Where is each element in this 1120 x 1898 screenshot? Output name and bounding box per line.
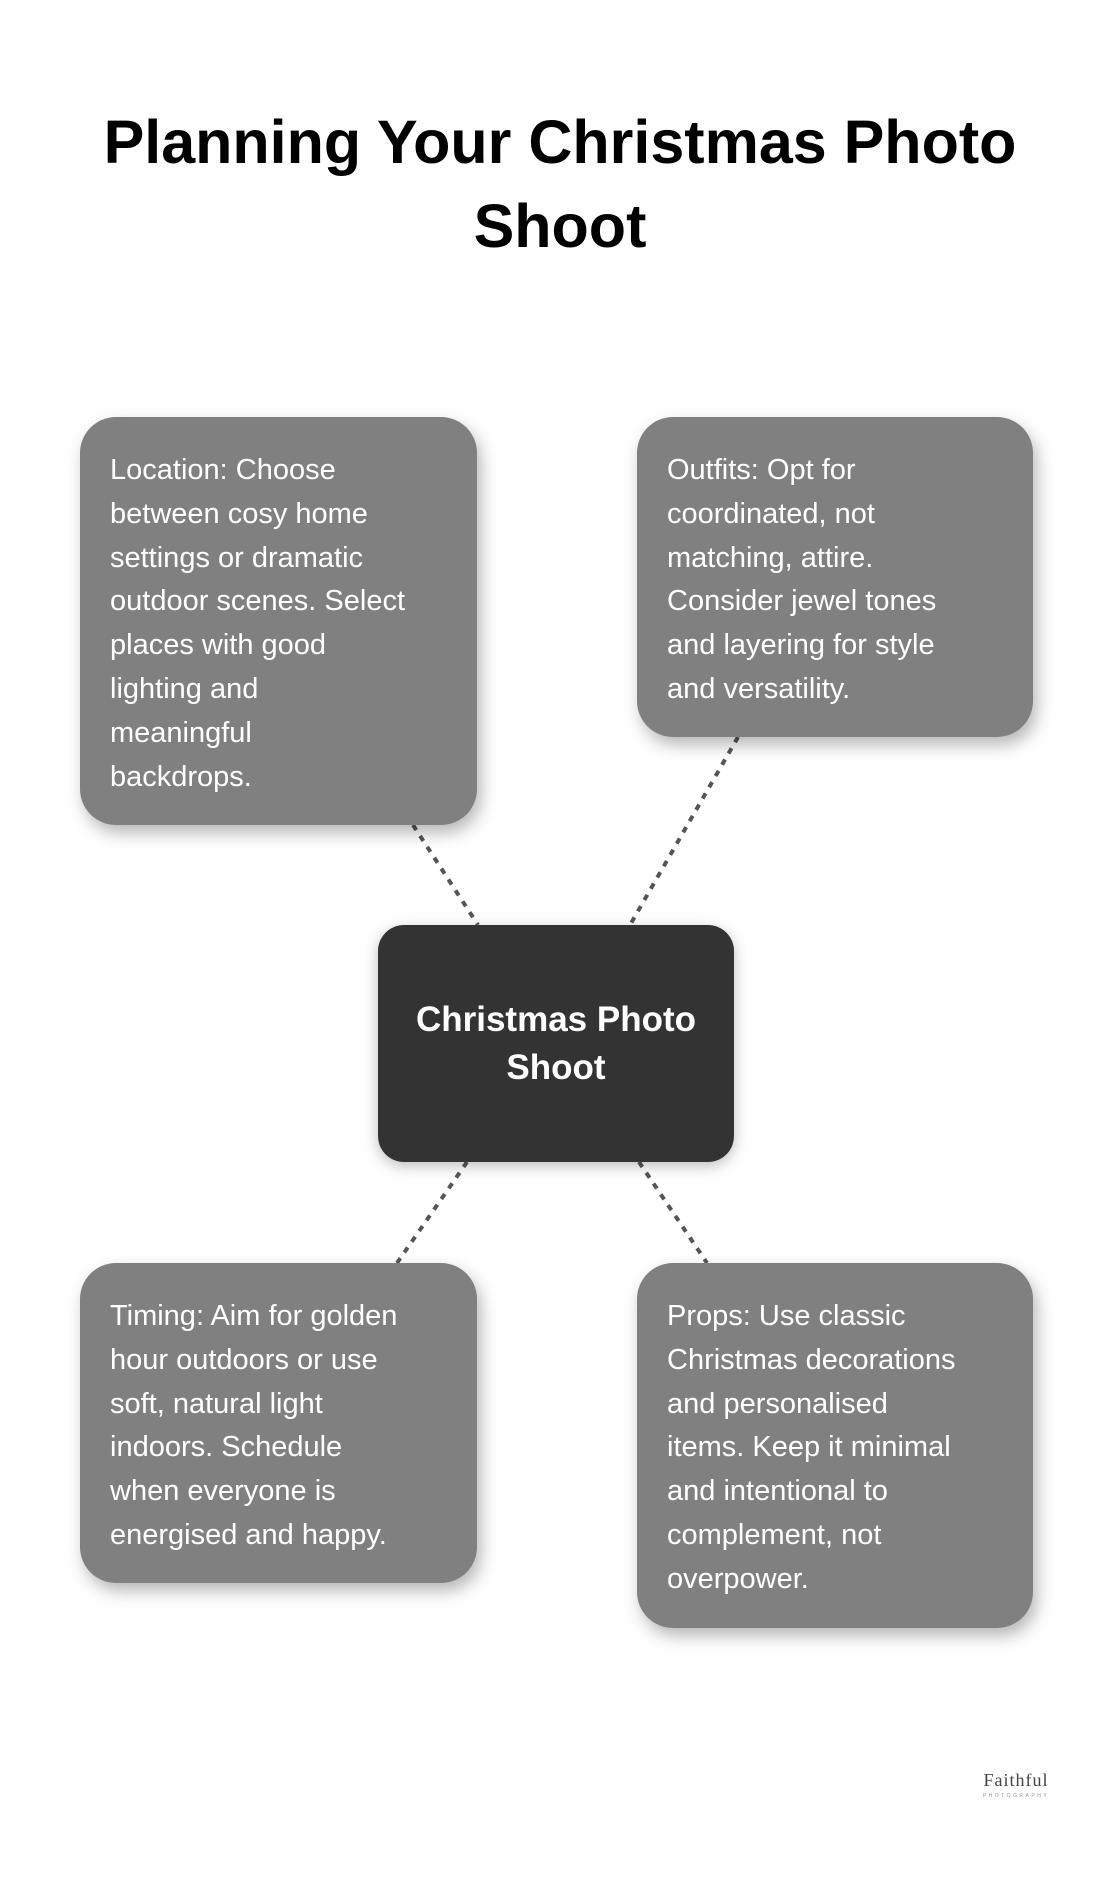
center-node: Christmas Photo Shoot — [378, 925, 734, 1162]
connector-outfits — [628, 736, 740, 926]
title-line: Shoot — [473, 192, 647, 260]
node-text: settings or dramatic — [110, 541, 364, 574]
node-text: energised and happy. — [110, 1518, 387, 1551]
node-text: Consider jewel tones — [667, 585, 937, 618]
node-text: and layering for style — [667, 629, 935, 662]
node-outfits: Outfits: Opt for coordinated, not matchi… — [637, 417, 1033, 737]
node-text: when everyone is — [110, 1475, 336, 1508]
node-text: items. Keep it minimal — [667, 1431, 951, 1464]
node-text: complement, not — [667, 1518, 882, 1551]
node-text: Timing: Aim for golden — [110, 1300, 398, 1332]
node-text: hour outdoors or use — [110, 1343, 378, 1376]
brand-logo: Faithful PHOTOGRAPHY — [976, 1770, 1056, 1799]
node-text: between cosy home — [110, 497, 368, 530]
node-text: and versatility. — [667, 672, 851, 705]
node-text: matching, attire. — [667, 541, 874, 574]
node-text: Christmas decorations — [667, 1343, 956, 1376]
connector-props — [637, 1160, 709, 1265]
node-text: outdoor scenes. Select — [110, 585, 406, 618]
logo-name: Faithful — [983, 1770, 1049, 1790]
node-text: meaningful — [110, 716, 252, 749]
node-text: indoors. Schedule — [110, 1431, 343, 1464]
node-text: Outfits: Opt for — [667, 454, 856, 486]
node-text: and intentional to — [667, 1475, 888, 1508]
node-text: lighting and — [110, 672, 259, 705]
title-line: Planning Your Christmas Photo — [103, 108, 1017, 176]
node-text: backdrops. — [110, 760, 252, 793]
connector-location — [411, 823, 480, 927]
node-text: Location: Choose — [110, 454, 336, 486]
center-text: Shoot — [506, 1047, 606, 1087]
node-text: overpower. — [667, 1562, 809, 1595]
node-text: places with good — [110, 629, 327, 662]
node-text: Props: Use classic — [667, 1300, 906, 1332]
connector-timing — [395, 1160, 469, 1265]
node-text: and personalised — [667, 1387, 888, 1420]
node-timing: Timing: Aim for golden hour outdoors or … — [80, 1263, 477, 1583]
node-props: Props: Use classic Christmas decorations… — [637, 1263, 1033, 1628]
node-text: coordinated, not — [667, 497, 875, 530]
page-title: Planning Your Christmas Photo Shoot — [40, 100, 1080, 268]
center-text: Christmas Photo — [415, 999, 697, 1039]
logo-subtitle: PHOTOGRAPHY — [982, 1793, 1050, 1799]
node-location: Location: Choose between cosy home setti… — [80, 417, 477, 825]
node-text: soft, natural light — [110, 1387, 323, 1420]
